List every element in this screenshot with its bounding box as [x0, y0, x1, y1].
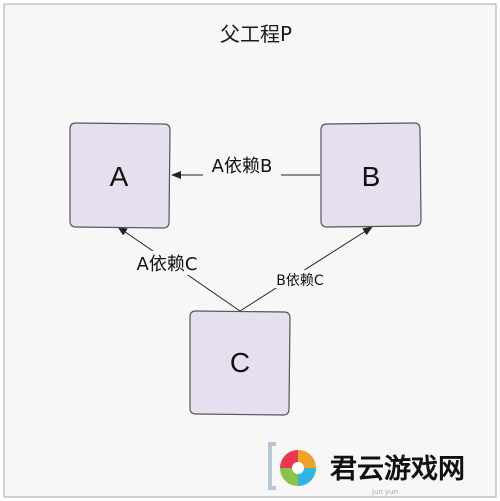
edge-label-b-depends-c: B依赖C: [276, 273, 324, 289]
swirl-logo-icon: [268, 442, 317, 490]
node-c-label: C: [230, 347, 250, 378]
node-a: A: [69, 122, 171, 229]
edge-label-a-depends-c: A依赖C: [137, 254, 198, 275]
watermark-subtext: jun yun: [371, 488, 398, 496]
node-a-label: A: [110, 161, 129, 192]
node-b: B: [320, 122, 422, 228]
edge-label-a-depends-b: A依赖B: [212, 156, 273, 177]
watermark: 君云游戏网 jun yun: [268, 442, 465, 496]
edge-c-to-b: B依赖C: [239, 226, 373, 312]
parent-project-container: [3, 3, 497, 498]
node-b-label: B: [362, 161, 381, 192]
edge-c-to-a: A依赖C: [117, 226, 241, 312]
container-title: 父工程P: [220, 22, 292, 46]
watermark-text: 君云游戏网: [330, 454, 465, 485]
node-c: C: [189, 310, 291, 416]
edge-b-to-a: A依赖B: [171, 153, 320, 179]
